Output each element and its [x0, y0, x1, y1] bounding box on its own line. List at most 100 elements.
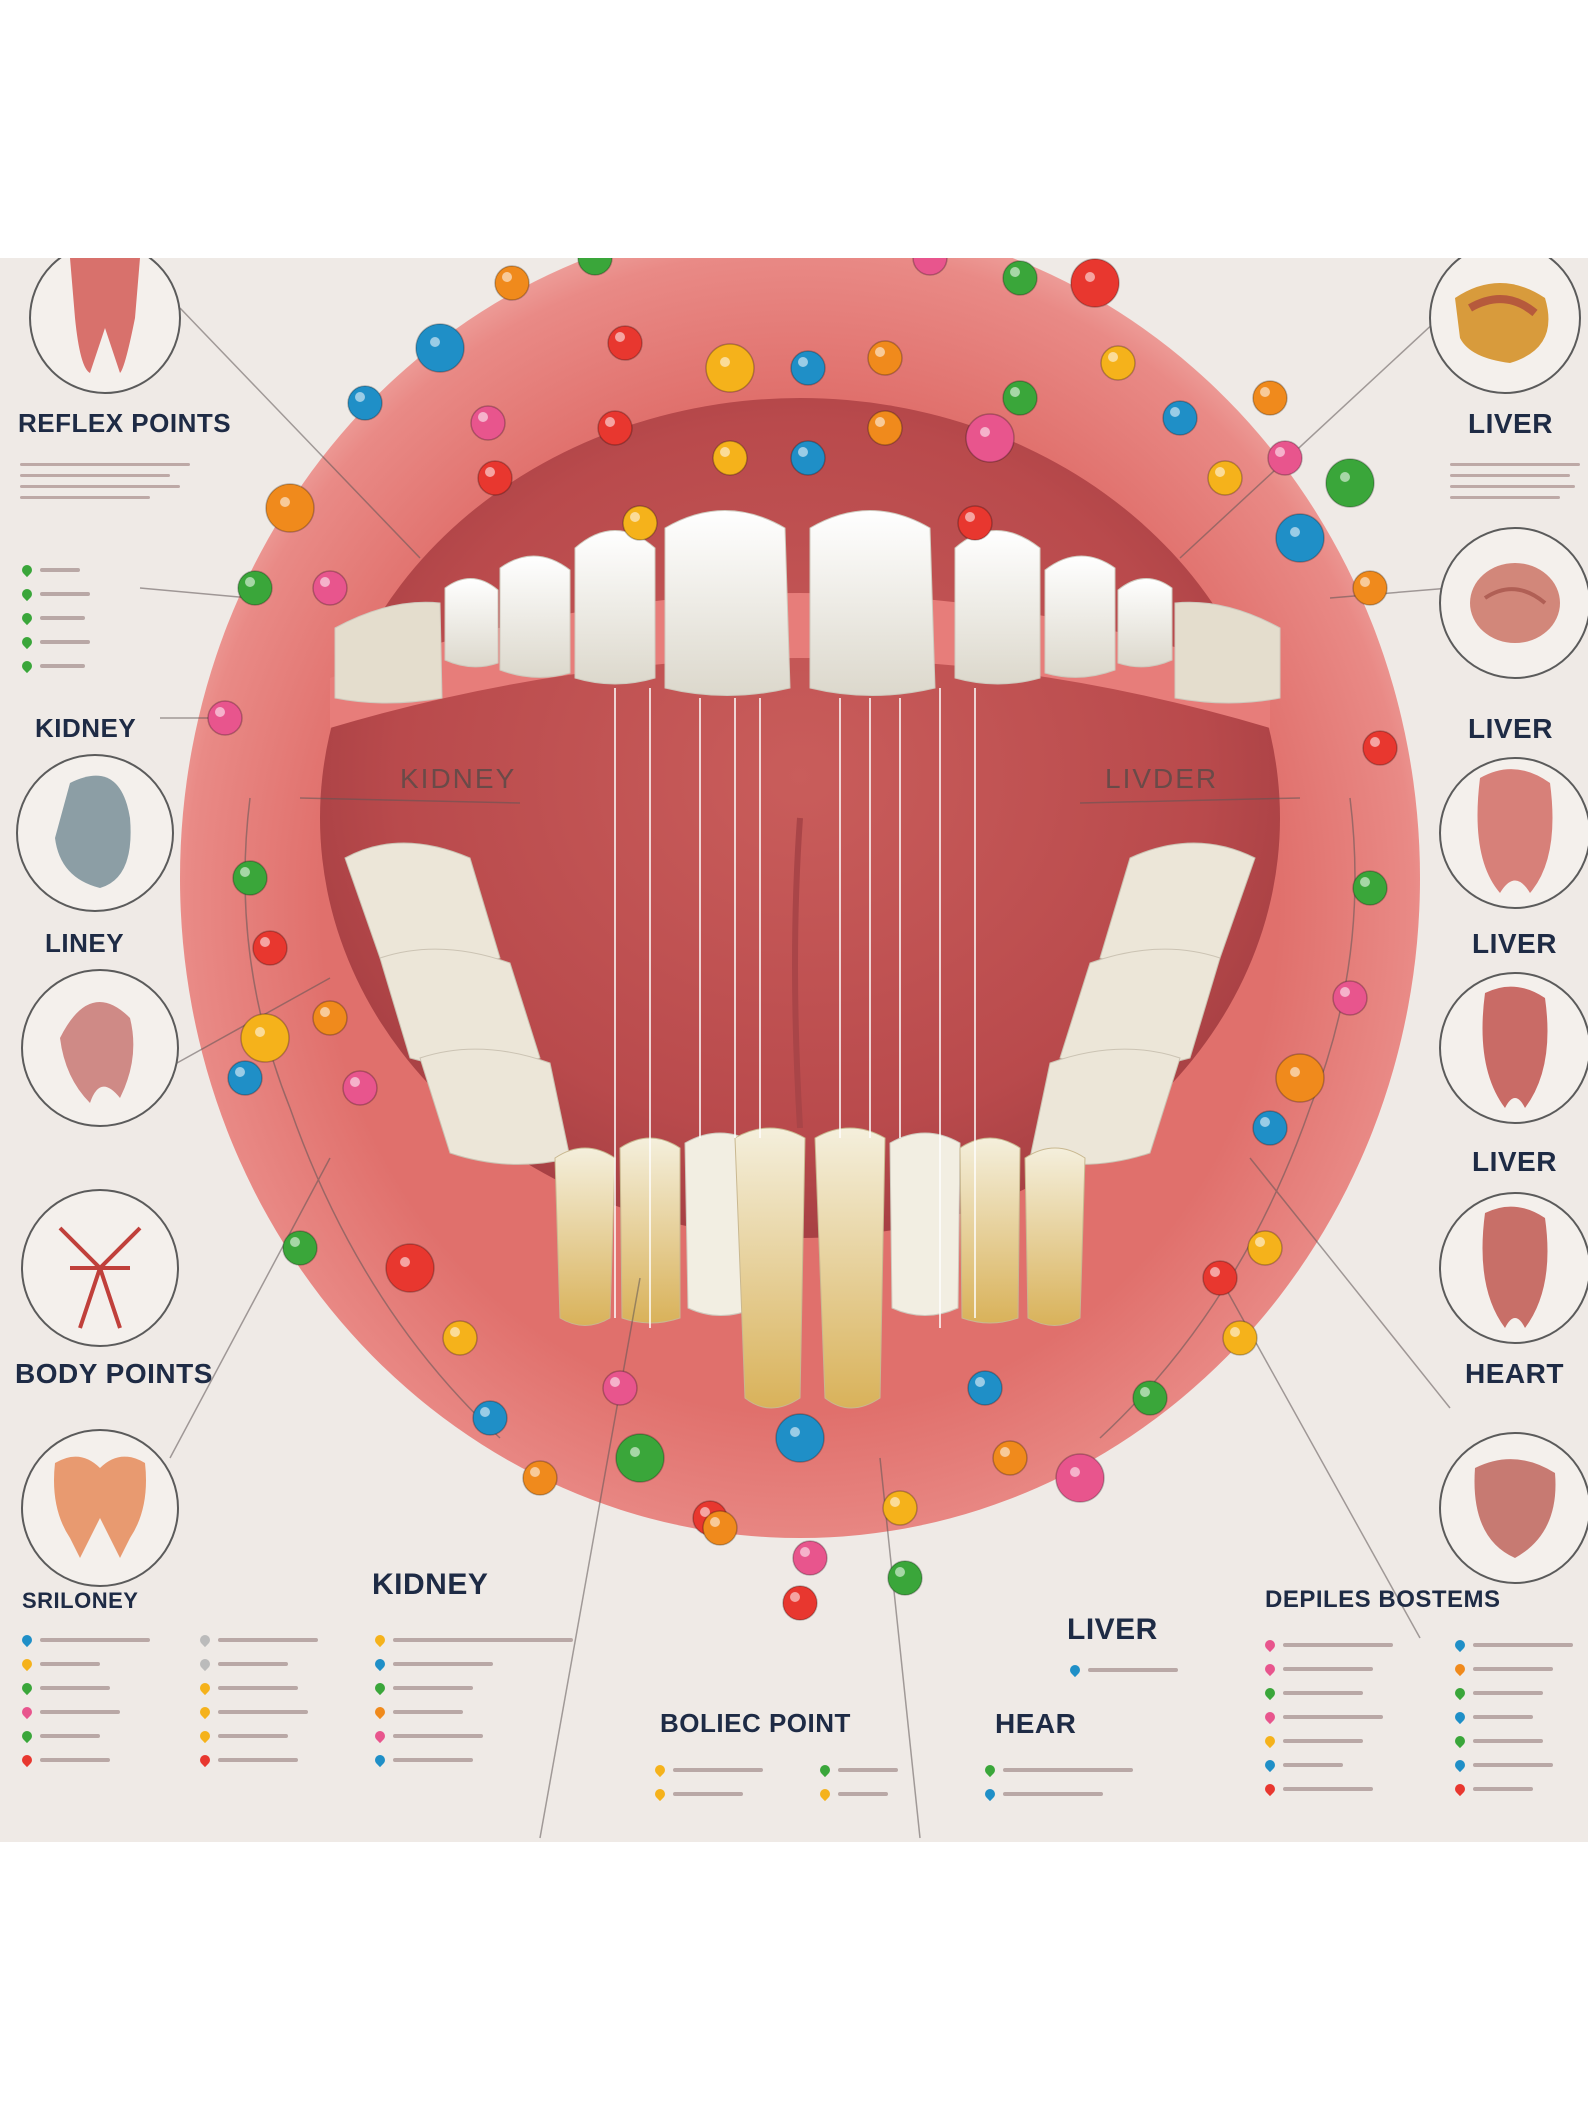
reflex-point-pin	[1002, 380, 1038, 416]
reflex-point-pin	[227, 1060, 263, 1096]
lung-icon	[1439, 972, 1588, 1124]
legend-bottom-5	[817, 1758, 898, 1806]
reflex-point-pin	[615, 1433, 665, 1483]
tooth-root-icon	[29, 258, 181, 394]
pin-highlight	[1140, 1387, 1150, 1397]
reflex-point-pin	[782, 1585, 818, 1621]
pin-highlight	[350, 1077, 360, 1087]
pin-highlight	[790, 1427, 800, 1437]
pin-highlight	[720, 357, 730, 367]
reflex-point-pin	[1247, 1230, 1283, 1266]
pin-highlight	[615, 332, 625, 342]
pin-highlight	[1230, 1327, 1240, 1337]
pin-highlight	[1275, 447, 1285, 457]
label-boliec-point: BOLIEC POINT	[660, 1708, 851, 1738]
reflex-point-pin	[705, 343, 755, 393]
pin-highlight	[1290, 1067, 1300, 1077]
reflex-point-pin	[1055, 1453, 1105, 1503]
reflex-point-pin	[867, 410, 903, 446]
pin-highlight	[450, 1327, 460, 1337]
pin-highlight	[800, 1547, 810, 1557]
reflex-point-pin	[882, 1490, 918, 1526]
lung-icon	[1439, 1192, 1588, 1344]
label-liver-mouth: LIVDER	[1105, 763, 1219, 794]
reflex-point-pin	[1222, 1320, 1258, 1356]
pin-highlight	[1000, 1447, 1010, 1457]
pin-highlight	[1360, 877, 1370, 887]
reflex-point-pin	[1275, 513, 1325, 563]
reflex-point-pin	[1325, 458, 1375, 508]
label-kidney-left: KIDNEY	[35, 713, 137, 743]
reflex-point-pin	[912, 258, 948, 276]
pin-highlight	[530, 1467, 540, 1477]
pin-highlight	[280, 497, 290, 507]
label-depiles-bostems: DEPILES BOSTEMS	[1265, 1586, 1501, 1613]
reflex-point-pin	[1362, 730, 1398, 766]
pin-highlight	[1260, 1117, 1270, 1127]
reflex-point-pin	[1100, 345, 1136, 381]
pin-highlight	[478, 412, 488, 422]
reflex-point-pin	[347, 385, 383, 421]
pin-highlight	[1070, 1467, 1080, 1477]
reflex-point-pin	[602, 1370, 638, 1406]
meridian-lines	[614, 688, 976, 1328]
reflex-point-pin	[494, 265, 530, 301]
label-liver-1: LIVER	[1468, 408, 1553, 439]
reflex-point-pin	[965, 413, 1015, 463]
reflex-point-pin	[472, 1400, 508, 1436]
pin-highlight	[1210, 1267, 1220, 1277]
reflex-point-pin	[957, 505, 993, 541]
reflex-point-pin	[470, 405, 506, 441]
molar-tooth-icon	[21, 1429, 179, 1587]
pin-highlight	[1340, 987, 1350, 997]
legend-upper-left	[19, 558, 90, 678]
legend-bottom-4	[652, 1758, 763, 1806]
reflex-point-pin	[1070, 258, 1120, 308]
legend-bottom-8	[1262, 1633, 1393, 1801]
reflex-point-pin	[522, 1460, 558, 1496]
reflex-poster: REFLEX POINTS LIVER KIDNEY LIVER KIDNEY …	[0, 258, 1588, 1842]
pin-highlight	[502, 272, 512, 282]
pin-highlight	[610, 1377, 620, 1387]
kidney-organ-icon	[1439, 1432, 1588, 1584]
pin-highlight	[980, 427, 990, 437]
reflex-pins	[207, 258, 1398, 1621]
pin-highlight	[1290, 527, 1300, 537]
reflex-point-pin	[1162, 400, 1198, 436]
pin-highlight	[790, 1592, 800, 1602]
pin-highlight	[245, 577, 255, 587]
pin-highlight	[710, 1517, 720, 1527]
pin-highlight	[875, 417, 885, 427]
label-liney: LINEY	[45, 928, 125, 958]
reflex-point-pin	[1132, 1380, 1168, 1416]
pin-highlight	[1255, 1237, 1265, 1247]
pin-highlight	[290, 1237, 300, 1247]
label-hear: HEAR	[995, 1708, 1077, 1739]
pin-highlight	[630, 512, 640, 522]
pin-highlight	[215, 707, 225, 717]
nerve-icon	[21, 1189, 179, 1347]
pin-highlight	[700, 1507, 710, 1517]
reflex-point-pin	[577, 258, 613, 276]
reflex-point-pin	[1352, 870, 1388, 906]
reflex-point-pin	[775, 1413, 825, 1463]
reflex-point-pin	[1275, 1053, 1325, 1103]
reflex-point-pin	[1352, 570, 1388, 606]
reflex-point-pin	[992, 1440, 1028, 1476]
pin-highlight	[1010, 267, 1020, 277]
scribble-text-block	[1450, 463, 1580, 507]
label-reflex-points: REFLEX POINTS	[18, 408, 232, 438]
reflex-point-pin	[442, 1320, 478, 1356]
pin-highlight	[965, 512, 975, 522]
legend-bottom-1	[19, 1628, 150, 1772]
reflex-point-pin	[702, 1510, 738, 1546]
reflex-point-pin	[237, 570, 273, 606]
reflex-point-pin	[207, 700, 243, 736]
reflex-point-pin	[265, 483, 315, 533]
reflex-point-pin	[887, 1560, 923, 1596]
pin-highlight	[255, 1027, 265, 1037]
reflex-point-pin	[385, 1243, 435, 1293]
legend-bottom-3	[372, 1628, 573, 1772]
label-heart: HEART	[1465, 1358, 1564, 1389]
reflex-point-pin	[1002, 260, 1038, 296]
